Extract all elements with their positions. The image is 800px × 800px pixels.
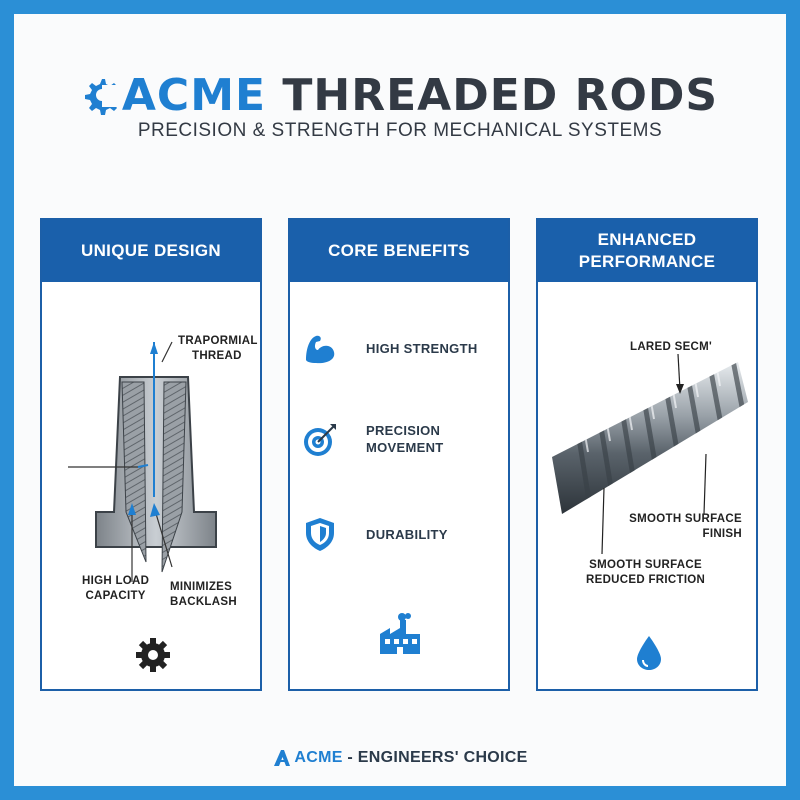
threaded-rod-image	[552, 353, 748, 555]
panel-body: HIGH STRENGTH PRECISION MOVEMENT DU	[290, 282, 508, 689]
thread-cross-section-diagram	[68, 341, 217, 582]
label-high-load: HIGH LOAD CAPACITY	[82, 575, 150, 602]
target-icon	[304, 424, 336, 456]
page-title: ACME THREADED RODS	[82, 70, 718, 121]
title-brand: ACME	[121, 69, 267, 121]
panel-body: TRAPORMIAL THREAD HIGH LOAD CAPACITY MIN…	[42, 282, 260, 689]
panel-header: CORE BENEFITS	[290, 220, 508, 282]
gear-icon	[136, 638, 170, 672]
benefit-high-strength: HIGH STRENGTH	[290, 330, 508, 380]
benefit-label: PRECISION MOVEMENT	[366, 423, 444, 455]
benefit-precision: PRECISION MOVEMENT	[290, 418, 508, 468]
panel-header: UNIQUE DESIGN	[42, 220, 260, 282]
footer-tagline: ACME - ENGINEERS' CHOICE	[0, 748, 800, 768]
benefit-label: HIGH STRENGTH	[366, 341, 478, 356]
title-row: ACME THREADED RODS	[0, 60, 800, 130]
label-backlash: MINIMIZES BACKLASH	[170, 581, 237, 608]
label-surface-finish: SMOOTH SURFACE FINISH	[629, 513, 742, 540]
gear-logo-icon	[84, 79, 122, 115]
title-rest: THREADED RODS	[266, 69, 719, 121]
benefit-durability: DURABILITY	[290, 514, 508, 564]
panel-unique-design: UNIQUE DESIGN	[40, 218, 262, 691]
label-thread-type: TRAPORMIAL THREAD	[178, 335, 258, 362]
benefit-label: DURABILITY	[366, 527, 448, 542]
factory-icon	[380, 613, 420, 654]
footer-rest: - ENGINEERS' CHOICE	[342, 749, 528, 766]
shield-icon	[306, 518, 334, 551]
panel-header: ENHANCED PERFORMANCE	[538, 220, 756, 282]
gear-logo-icon	[274, 750, 291, 766]
panel-body: LARED SECM' SMOOTH SURFACE FINISH SMOOTH…	[538, 282, 756, 689]
footer-brand: ACME	[294, 749, 343, 766]
panel-core-benefits: CORE BENEFITS HIGH STRENGTH PRECISION MO…	[288, 218, 510, 691]
label-reduced-friction: SMOOTH SURFACE REDUCED FRICTION	[586, 559, 706, 586]
droplet-icon	[637, 636, 661, 670]
page-subtitle: PRECISION & STRENGTH FOR MECHANICAL SYST…	[137, 120, 663, 141]
panel-enhanced-performance: ENHANCED PERFORMANCE	[536, 218, 758, 691]
label-lared-secm: LARED SECM'	[630, 341, 713, 353]
bicep-icon	[306, 335, 335, 364]
